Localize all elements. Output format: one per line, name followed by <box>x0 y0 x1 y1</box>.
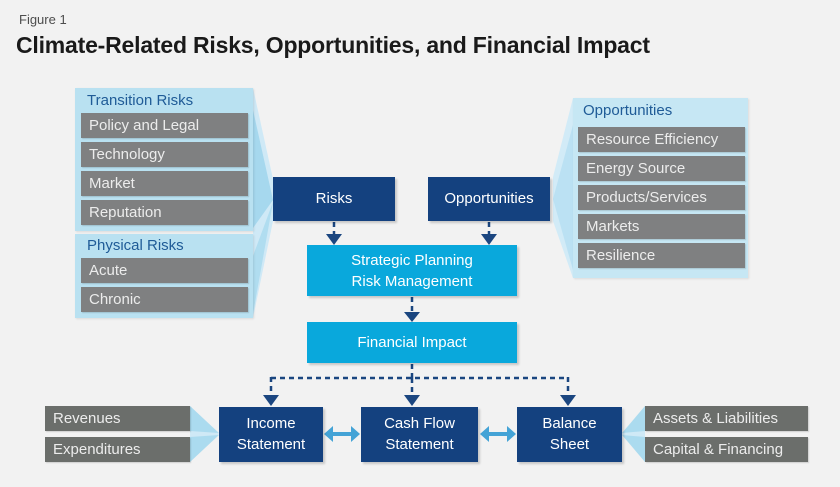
opportunities-box-label: Opportunities <box>444 189 534 207</box>
income-inputs-funnel-shape <box>190 406 219 462</box>
opportunity-item: Products/Services <box>578 185 745 210</box>
transition-risk-item: Policy and Legal <box>81 113 248 138</box>
opportunity-item: Resilience <box>578 243 745 268</box>
opportunities-funnel-shape <box>553 98 573 278</box>
physical-risks-header: Physical Risks <box>87 237 184 254</box>
transition-risk-item: Reputation <box>81 200 248 225</box>
figure-label: Figure 1 <box>19 12 67 27</box>
financial-input-item: Capital & Financing <box>645 437 808 462</box>
physical-risk-item: Chronic <box>81 287 248 312</box>
risks-box-label: Risks <box>315 189 353 207</box>
strategic-planning-box: Strategic Planning Risk Management <box>307 245 517 296</box>
strategic-planning-line1: Strategic Planning <box>351 251 473 269</box>
transition-risk-item: Market <box>81 171 248 196</box>
balance-sheet-box: Balance Sheet <box>517 407 622 462</box>
transition-risk-item: Technology <box>81 142 248 167</box>
risks-box: Risks <box>273 177 395 221</box>
financial-input-item: Revenues <box>45 406 190 431</box>
financial-impact-label: Financial Impact <box>357 334 467 351</box>
opportunity-item: Resource Efficiency <box>578 127 745 152</box>
page-title: Climate-Related Risks, Opportunities, an… <box>16 32 650 58</box>
opportunities-header: Opportunities <box>583 102 673 119</box>
cash-flow-statement-line1: Cash Flow <box>384 415 455 433</box>
financial-input-item: Expenditures <box>45 437 190 462</box>
financial-input-item: Assets & Liabilities <box>645 406 808 431</box>
balance-inputs-funnel-shape <box>622 406 645 462</box>
financial-impact-box: Financial Impact <box>307 322 517 363</box>
strategic-planning-line2: Risk Management <box>351 272 473 290</box>
cash-flow-statement-box: Cash Flow Statement <box>361 407 478 462</box>
double-arrow-cashflow-balance <box>480 426 516 442</box>
risks-funnel-shape <box>253 88 273 318</box>
income-statement-box: Income Statement <box>219 407 323 462</box>
opportunity-item: Energy Source <box>578 156 745 181</box>
physical-risk-item: Acute <box>81 258 248 283</box>
income-statement-line2: Statement <box>236 435 306 453</box>
balance-sheet-line2: Sheet <box>549 435 590 453</box>
cash-flow-statement-line2: Statement <box>385 435 454 453</box>
income-statement-line1: Income <box>246 415 296 433</box>
opportunity-item: Markets <box>578 214 745 239</box>
transition-risks-header: Transition Risks <box>87 92 194 109</box>
double-arrow-income-cashflow <box>324 426 360 442</box>
balance-sheet-line1: Balance <box>542 415 597 433</box>
opportunities-box: Opportunities <box>428 177 550 221</box>
